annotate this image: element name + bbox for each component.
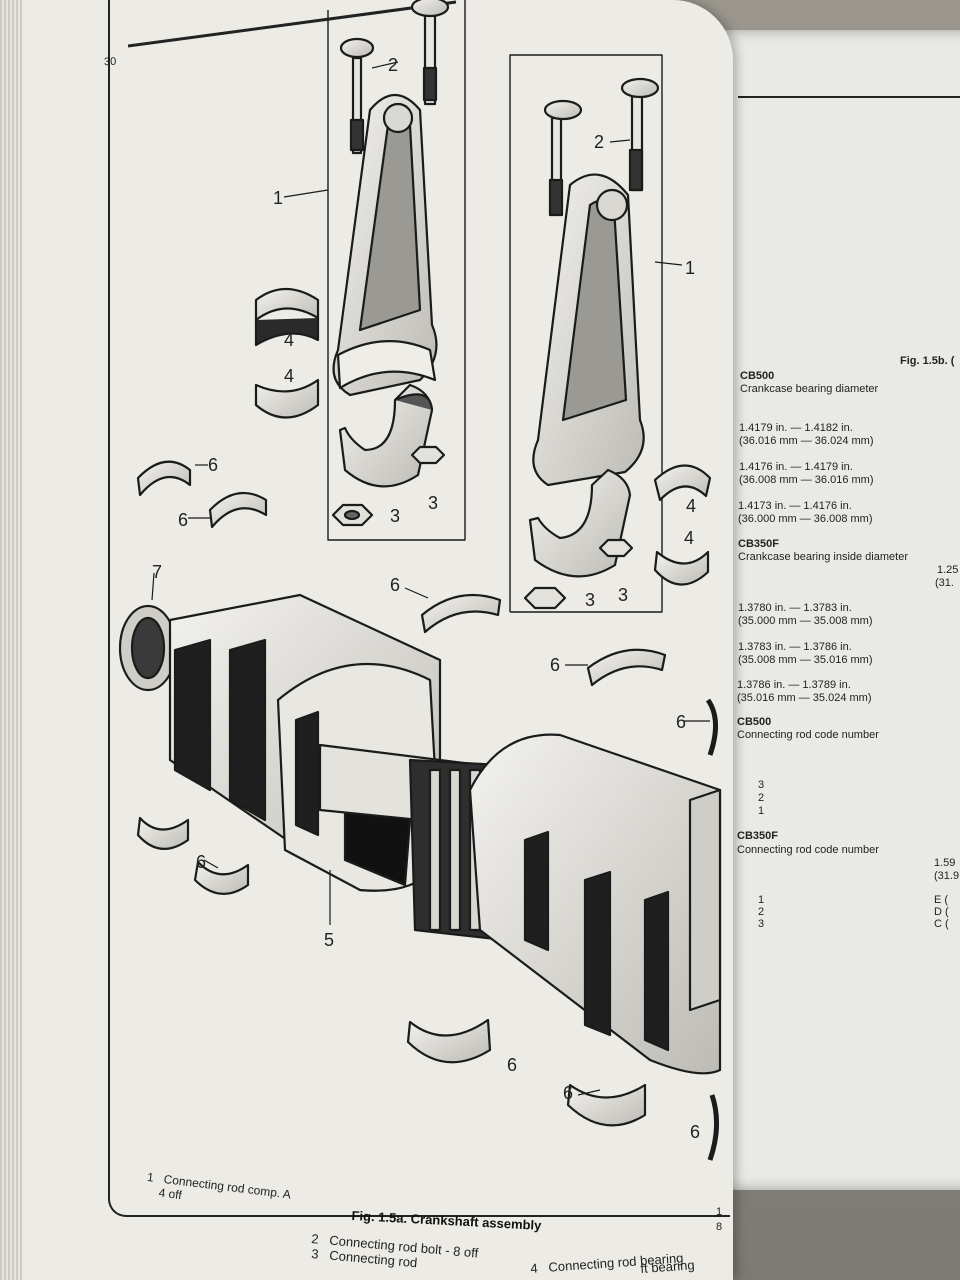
legend-num: 4	[529, 1260, 539, 1276]
callout-a-bearing-upper: 4	[284, 330, 295, 350]
page-stack-edge	[0, 0, 22, 1280]
right-page	[700, 30, 960, 1190]
legend-num: 3	[310, 1246, 320, 1262]
code-number: 3	[758, 918, 765, 930]
spec-row-mm: (35.008 mm — 35.016 mm)	[738, 654, 873, 666]
callout-a-bolt: 2	[388, 55, 399, 75]
spec-row-in: 1.3783 in. — 1.3786 in.	[738, 641, 852, 653]
legend-num: 1	[146, 1170, 155, 1185]
code-letter: E (	[934, 894, 949, 906]
spec-row-in: 1.3786 in. — 1.3789 in.	[737, 679, 851, 691]
callout-a-nut-right: 3	[428, 493, 439, 513]
spec-row-in: 1.4173 in. — 1.4176 in.	[738, 500, 852, 512]
code-number: 1	[758, 894, 765, 906]
callout-b-bolt: 2	[594, 132, 605, 152]
spec-row-in: 1.4176 in. — 1.4179 in.	[739, 461, 853, 473]
section-aside: 1.25	[937, 564, 959, 576]
spec-row-in: 1.4179 in. — 1.4182 in.	[739, 422, 853, 434]
callout-main-bearing-6: 6	[196, 852, 207, 872]
callout-main-bearing-9: 6	[690, 1122, 701, 1142]
section-label: Crankcase bearing inside diameter	[738, 551, 908, 563]
code-number: 3	[758, 779, 765, 791]
code-number: 1	[758, 805, 765, 817]
section-model: CB500	[740, 370, 775, 382]
callout-oil-seal: 7	[152, 562, 163, 582]
section-aside: 1.59	[934, 857, 956, 869]
fig-ref: Fig. 1.5b. (	[900, 355, 955, 367]
section-model: CB350F	[737, 830, 778, 842]
callout-main-bearing-5: 6	[676, 712, 687, 732]
bolt-b1	[543, 99, 583, 217]
section-aside: (31.	[935, 577, 954, 589]
code-letter: D (	[934, 906, 949, 918]
callout-main-bearing-2: 6	[178, 510, 189, 530]
code-number: 2	[758, 792, 765, 804]
callout-a-nut-left: 3	[390, 506, 401, 526]
spec-row-mm: (36.008 mm — 36.016 mm)	[739, 474, 874, 486]
section-model: CB500	[737, 716, 772, 728]
callout-b-bearing-upper: 4	[686, 496, 697, 516]
section-label: Connecting rod code number	[737, 844, 879, 856]
callout-b-nut-right: 3	[618, 585, 629, 605]
code-letter: C (	[934, 918, 949, 930]
margin-mark-1: 1	[716, 1206, 723, 1218]
legend-num: 2	[310, 1231, 320, 1247]
callout-b-bearing-lower: 4	[684, 528, 695, 548]
spec-row-mm: (36.016 mm — 36.024 mm)	[739, 435, 874, 447]
header-rule	[738, 96, 960, 98]
code-number: 2	[758, 906, 765, 918]
top-rule	[128, 0, 457, 48]
callout-main-bearing-7: 6	[507, 1055, 518, 1075]
bolt-a2	[410, 0, 450, 106]
callout-b-nut-left: 3	[585, 590, 596, 610]
spec-row-mm: (36.000 mm — 36.008 mm)	[738, 513, 873, 525]
spec-row-mm: (35.000 mm — 35.008 mm)	[738, 615, 873, 627]
bolt-a1	[339, 37, 375, 155]
legend-sub: 4 off	[157, 1185, 183, 1203]
callout-main-bearing-4: 6	[550, 655, 561, 675]
callout-main-bearing-1: 6	[208, 455, 219, 475]
page-frame	[108, 0, 730, 1217]
callout-crankshaft: 5	[324, 930, 335, 950]
callout-main-bearing-8: 6	[563, 1083, 574, 1103]
section-aside: (31.9	[934, 870, 960, 882]
bolt-b2	[620, 77, 660, 192]
callout-b-rod: 1	[685, 258, 696, 278]
callout-main-bearing-3: 6	[390, 575, 401, 595]
section-model: CB350F	[738, 538, 779, 550]
spec-row-mm: (35.016 mm — 35.024 mm)	[737, 692, 872, 704]
spec-row-in: 1.3780 in. — 1.3783 in.	[738, 602, 852, 614]
callout-a-rod: 1	[273, 188, 284, 208]
margin-mark-2: 8	[716, 1221, 723, 1233]
callout-a-bearing-lower: 4	[284, 366, 295, 386]
section-label: Connecting rod code number	[737, 729, 879, 741]
section-label: Crankcase bearing diameter	[740, 383, 879, 395]
